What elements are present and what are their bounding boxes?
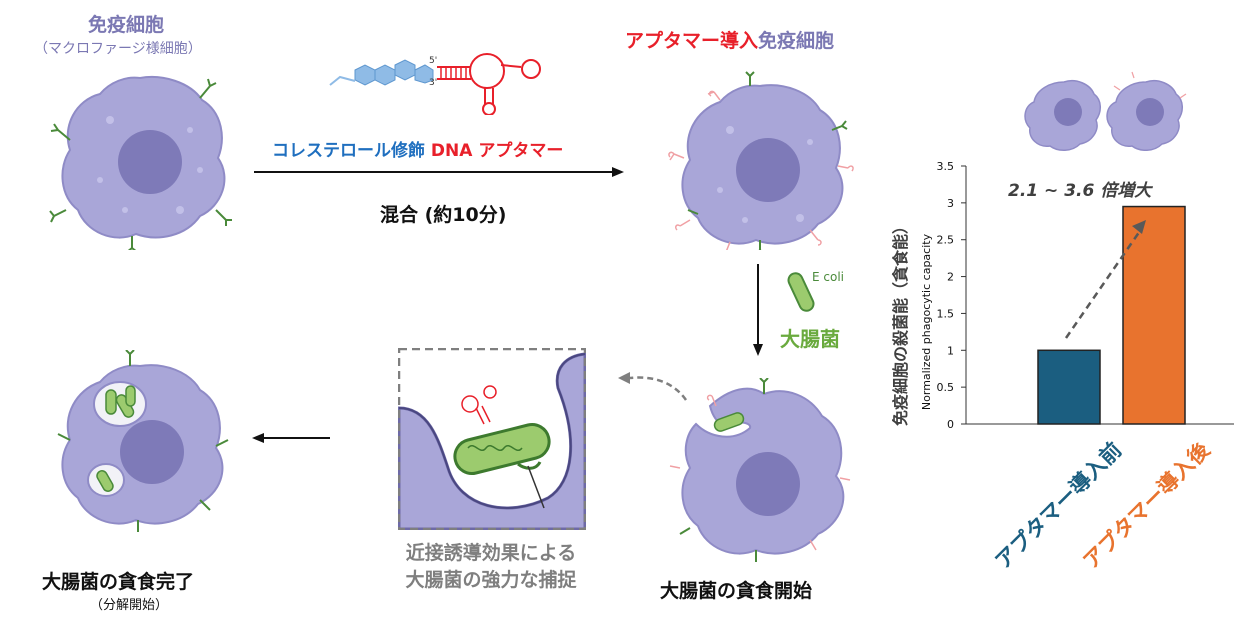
step2-title: アプタマー導入免疫細胞 <box>625 26 834 53</box>
step1-subtitle: （マクロファージ様細胞） <box>34 41 202 57</box>
zoom-curved-arrow <box>618 372 688 401</box>
capture-zoom-inset <box>398 348 586 530</box>
three-prime-label: 3' <box>429 78 437 88</box>
y-tick-label: 2.5 <box>937 234 955 247</box>
immune-cell-1 <box>49 76 232 250</box>
e-coli-icon <box>787 272 815 312</box>
increase-arrow <box>1064 220 1146 339</box>
y-tick-label: 0 <box>947 418 954 431</box>
inset-caption: 近接誘導効果による 大腸菌の強力な捕捉 <box>380 540 602 594</box>
aptamers-on-surface <box>668 90 854 250</box>
chart-cell-before-icon <box>1024 80 1101 151</box>
nucleus <box>118 130 182 194</box>
y-tick-label: 2 <box>947 271 954 284</box>
nucleus <box>736 138 800 202</box>
y-tick-label: 3 <box>947 197 954 210</box>
mix-label: 混合 (約10分) <box>380 204 507 226</box>
cholesterol-dna-aptamer-icon: 5' 3' <box>329 53 541 115</box>
captured-e-coli <box>713 412 745 432</box>
y-tick-label: 3.5 <box>937 160 955 173</box>
nucleus <box>736 452 800 516</box>
step3-label: 大腸菌の貪食開始 <box>660 580 813 602</box>
aptamer-label-cholesterol: コレステロール修飾 <box>272 141 425 161</box>
step4-sublabel: （分解開始） <box>90 598 169 613</box>
y-tick-label: 1.5 <box>937 307 955 320</box>
inset-caption-line2: 大腸菌の強力な捕捉 <box>405 569 577 591</box>
bar-before <box>1037 349 1101 425</box>
aptamer-immune-cell <box>668 71 854 250</box>
mix-arrow <box>254 167 624 177</box>
phagocytosis-complete-cell <box>57 350 229 532</box>
inset-caption-line1: 近接誘導効果による <box>405 542 577 564</box>
step2-title-red: アプタマー導入 <box>625 30 759 52</box>
nucleus <box>120 420 184 484</box>
add-bacteria-arrow <box>753 264 763 356</box>
completion-arrow <box>252 433 330 443</box>
aptamer-label: コレステロール修飾 DNA アプタマー <box>272 136 563 161</box>
y-axis-label-en: Normalized phagocytic capacity <box>920 233 933 410</box>
e-coli-tag: E coli <box>812 270 845 284</box>
chart-cell-after-icon <box>1106 71 1187 151</box>
chart-bars <box>1037 205 1186 425</box>
chart-annotation: 2.1 ~ 3.6 倍増大 <box>1008 181 1153 201</box>
receptors <box>49 78 232 250</box>
phagocytic-capacity-chart: 0 0.5 1 1.5 2 2.5 3 3.5 2.1 ~ 3.6 倍増大 免疫細胞の殺菌能（… <box>891 71 1234 574</box>
step2-title-purple: 免疫細胞 <box>758 30 835 52</box>
aptamer-label-dna: DNA アプタマー <box>430 141 564 161</box>
zoomed-aptamer <box>461 385 497 425</box>
y-tick-label: 1 <box>947 344 954 357</box>
five-prime-label: 5' <box>429 56 437 66</box>
y-tick-label: 0.5 <box>937 381 955 394</box>
y-axis-label-jp: 免疫細胞の殺菌能（貪食能） <box>891 218 910 426</box>
step1-title: 免疫細胞 <box>88 14 165 36</box>
receptors <box>687 71 848 250</box>
bar-after <box>1122 205 1186 425</box>
phagocytosis-start-cell <box>669 378 851 562</box>
step4-label: 大腸菌の貪食完了 <box>42 571 195 593</box>
bacteria-label: 大腸菌 <box>780 327 840 351</box>
